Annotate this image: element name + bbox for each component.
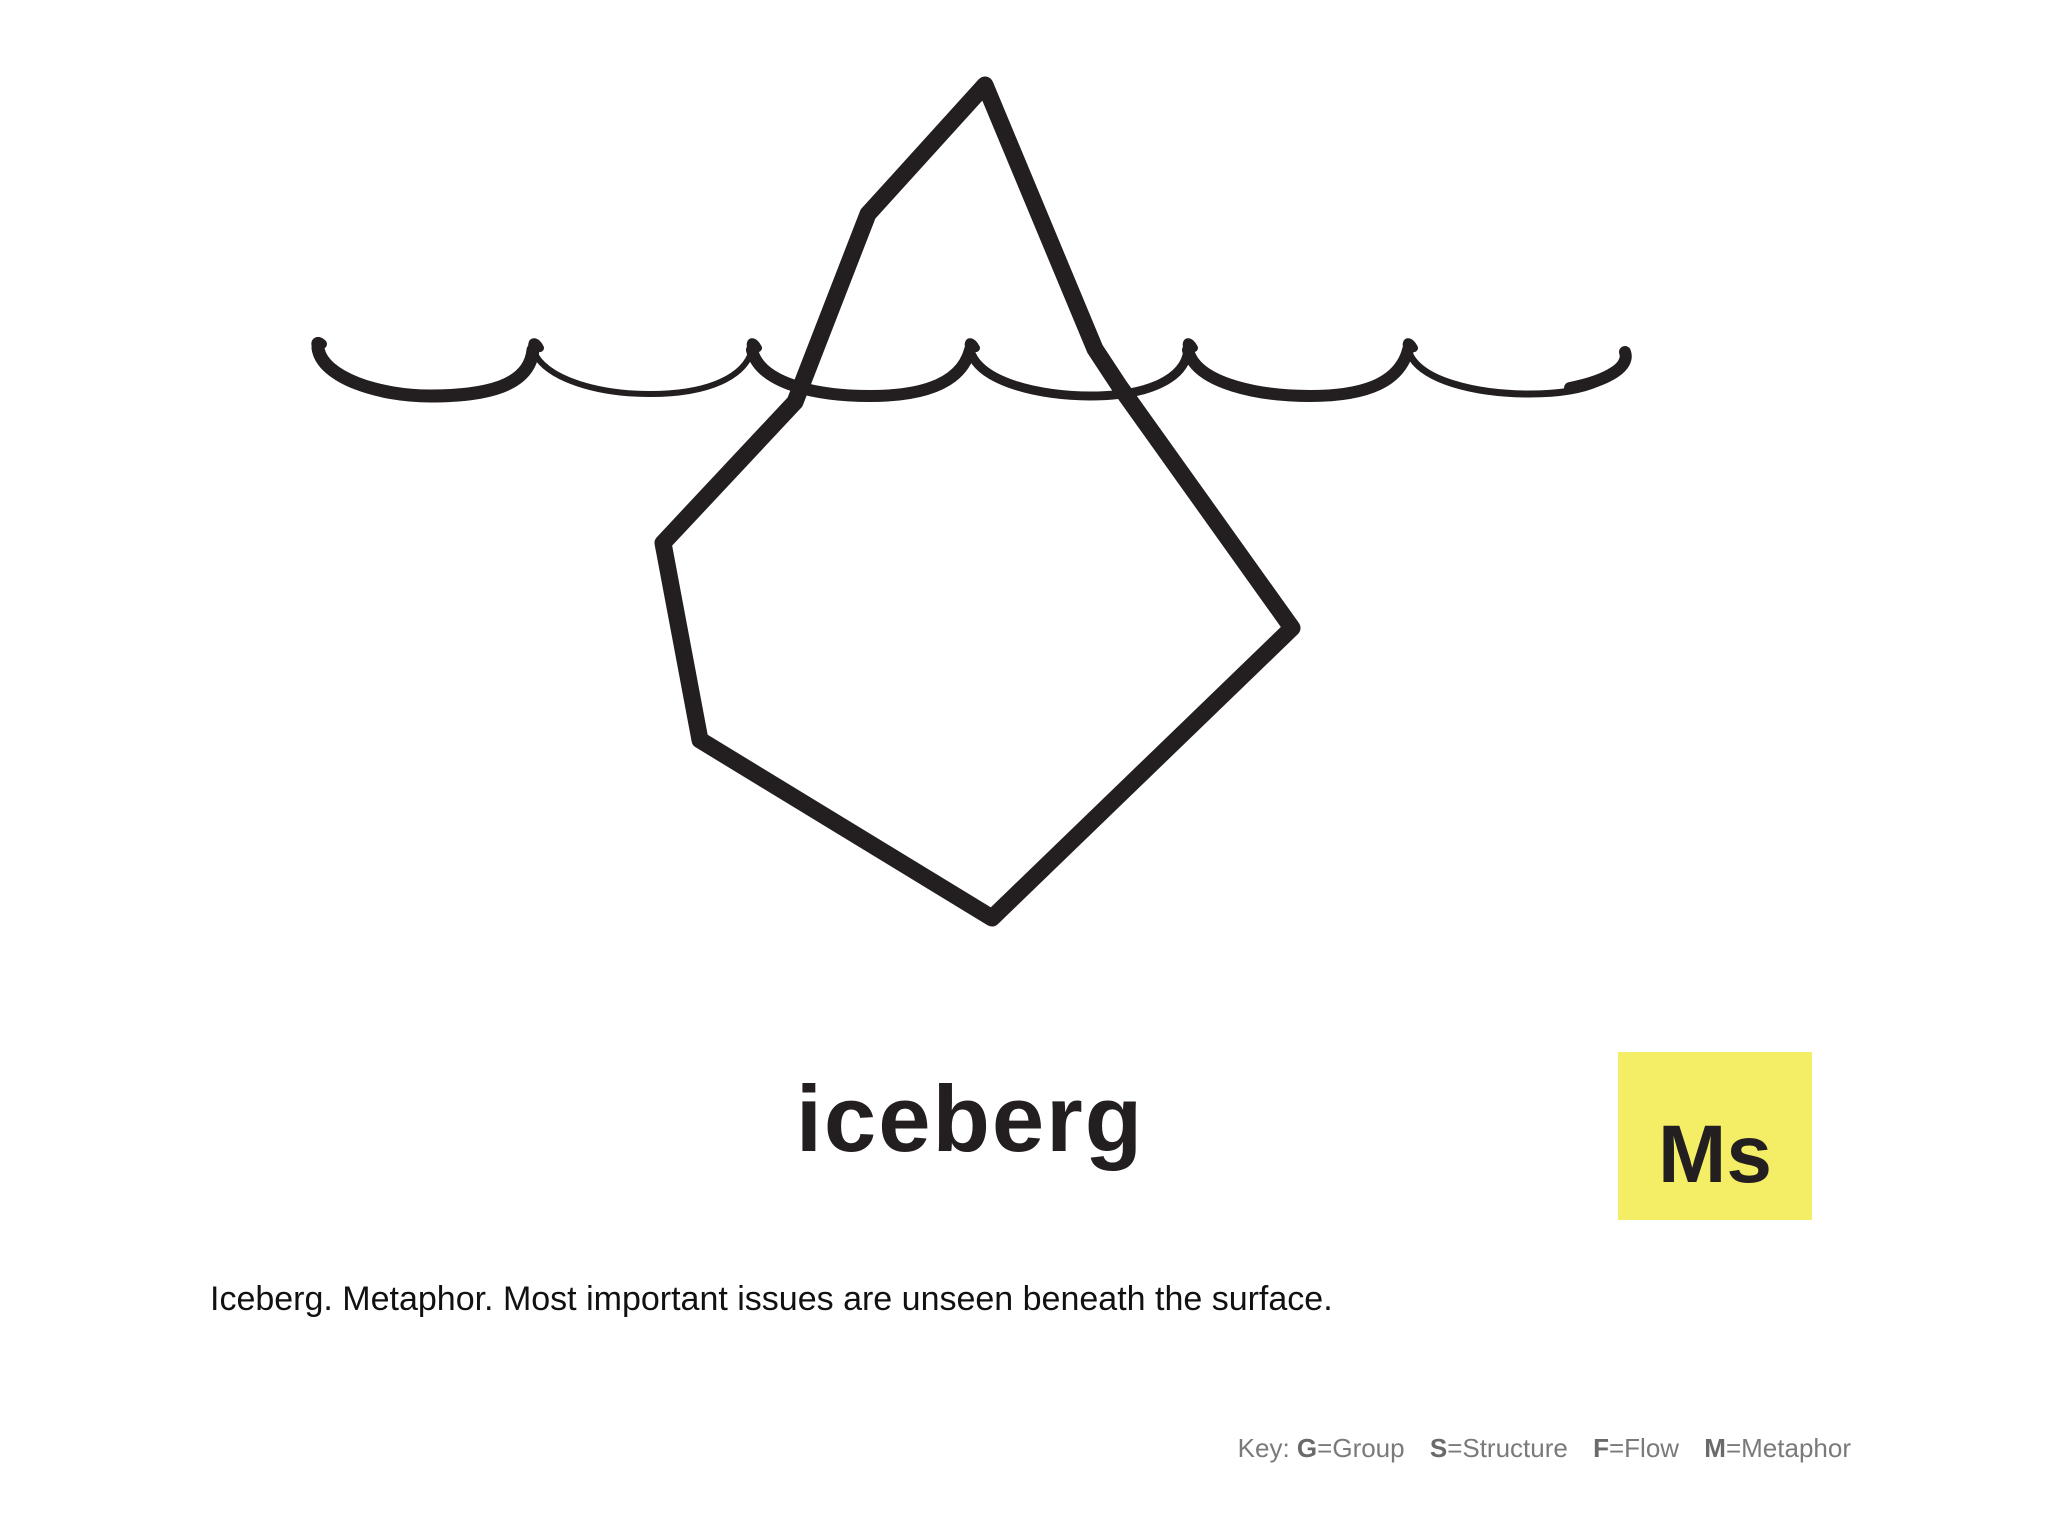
key-letter-f: F	[1593, 1433, 1609, 1463]
key-meaning-s: =Structure	[1447, 1433, 1568, 1463]
concept-word: iceberg	[795, 1066, 1145, 1171]
key-letter-s: S	[1429, 1433, 1448, 1463]
key-meaning-g: =Group	[1317, 1433, 1405, 1463]
caption: Iceberg. Metaphor. Most important issues…	[210, 1280, 1333, 1318]
category-badge-text: Ms	[1658, 1109, 1772, 1200]
key-letter-g: G	[1296, 1433, 1318, 1463]
water-surface-waves	[311, 336, 1632, 403]
category-badge: Ms	[1618, 1052, 1812, 1220]
iceberg-outline	[654, 76, 1301, 927]
key-meaning-f: =Flow	[1608, 1433, 1680, 1463]
key-letter-m: M	[1704, 1433, 1726, 1463]
iceberg-with-waves-icon	[311, 76, 1632, 927]
key-prefix: Key:	[1237, 1433, 1290, 1463]
key-meaning-m: =Metaphor	[1725, 1433, 1851, 1463]
legend-key: Key: G=Group S=Structure F=Flow M=Metaph…	[1238, 1433, 1851, 1464]
